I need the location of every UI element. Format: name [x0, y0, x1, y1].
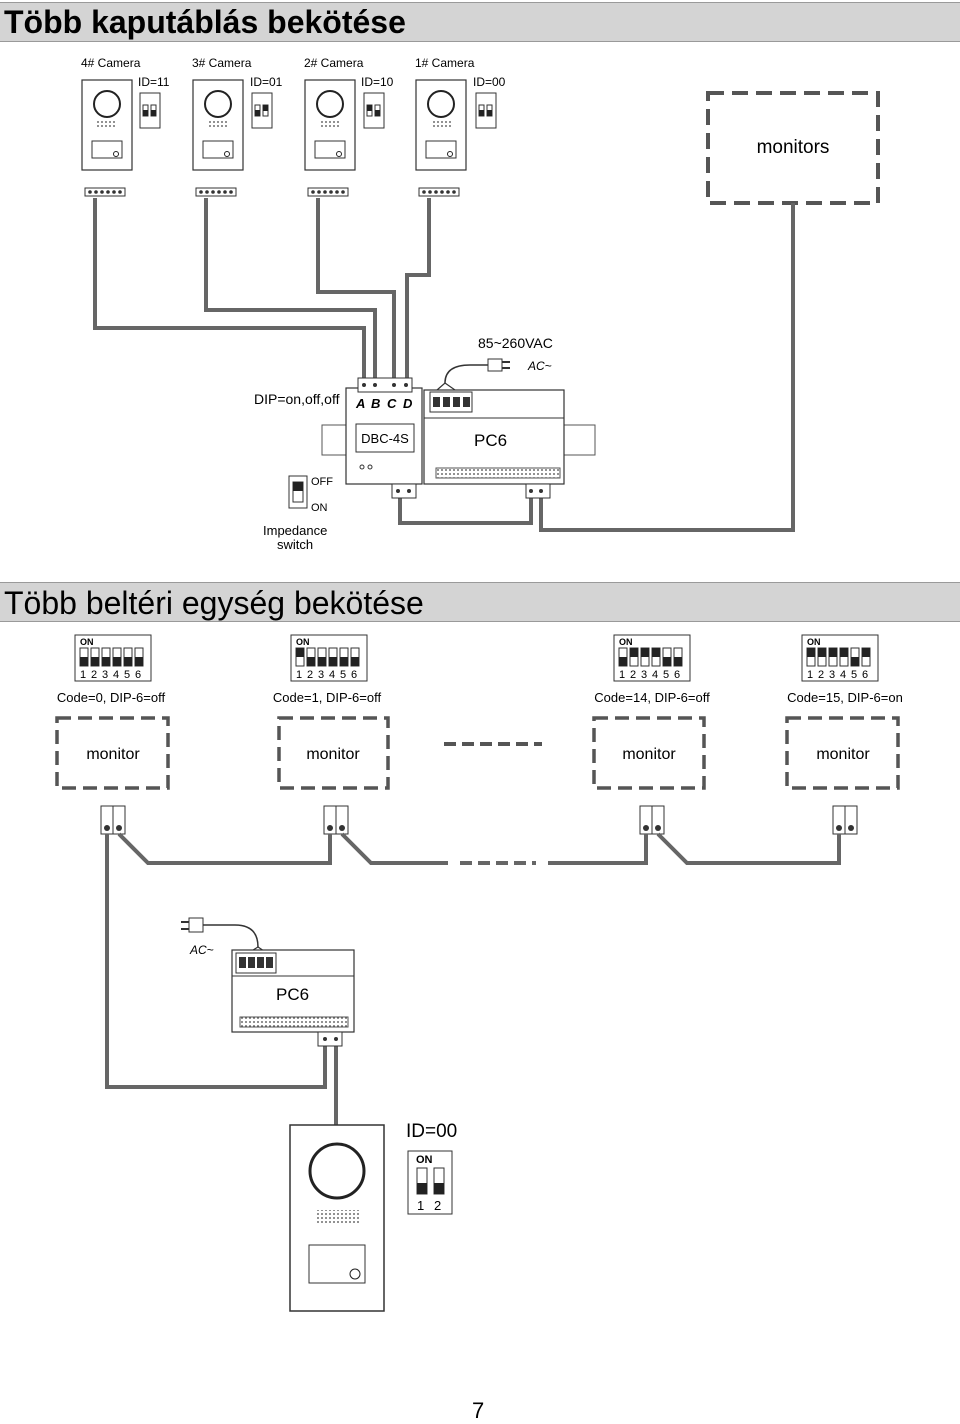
monitors-box: monitors — [706, 91, 880, 205]
indoor-bus-wires — [105, 832, 841, 1125]
camera-1: 1# Camera ID=00 — [415, 56, 506, 197]
svg-text:1: 1 — [80, 669, 86, 681]
svg-text:ON: ON — [807, 637, 821, 647]
pc6-label: PC6 — [474, 431, 507, 450]
section-title: Több kaputáblás bekötése — [4, 4, 406, 40]
camera-label: 1# Camera — [415, 56, 475, 70]
code-label-2: Code=1, DIP-6=off — [273, 690, 382, 705]
svg-text:ON: ON — [619, 637, 633, 647]
code-label-1: Code=0, DIP-6=off — [57, 690, 166, 705]
monitor-3: monitor — [592, 716, 706, 790]
svg-text:4: 4 — [113, 669, 119, 681]
svg-text:6: 6 — [135, 669, 141, 681]
svg-text:6: 6 — [351, 669, 357, 681]
monitor-terminals — [100, 805, 858, 835]
svg-text:2: 2 — [630, 669, 636, 681]
code-label-4: Code=15, DIP-6=on — [787, 690, 903, 705]
svg-text:1: 1 — [619, 669, 625, 681]
svg-text:4: 4 — [840, 669, 846, 681]
camera-id-label: ID=01 — [250, 75, 283, 89]
svg-text:2: 2 — [818, 669, 824, 681]
dip-switch-monitor-3: ON 1 2 3 4 5 6 — [613, 634, 691, 682]
dbc-4s-unit: A B C D DBC-4S — [321, 377, 423, 499]
svg-text:ON: ON — [296, 637, 310, 647]
camera-id-label: ID=11 — [138, 75, 170, 89]
page-number: 7 — [472, 1398, 485, 1423]
svg-text:6: 6 — [862, 669, 868, 681]
svg-text:monitor: monitor — [622, 746, 676, 763]
pc6-power-supply: PC6 — [423, 389, 596, 499]
ac-label-2: AC~ — [189, 943, 214, 957]
power-label: 85~260VAC — [478, 335, 553, 351]
monitor-4: monitor — [785, 716, 900, 790]
svg-text:monitor: monitor — [306, 746, 360, 763]
svg-text:3: 3 — [318, 669, 324, 681]
dip-switch-monitor-4: ON 1 2 3 4 5 6 — [801, 634, 879, 682]
monitor-1: monitor — [55, 716, 170, 790]
svg-text:3: 3 — [102, 669, 108, 681]
camera-id-label-2: ID=00 — [406, 1121, 457, 1142]
power-plug-icon — [436, 358, 510, 391]
svg-text:3: 3 — [641, 669, 647, 681]
terminal-c: C — [387, 396, 397, 411]
camera-label: 2# Camera — [304, 56, 364, 70]
camera-id-label: ID=10 — [361, 75, 394, 89]
svg-text:6: 6 — [674, 669, 680, 681]
camera-wires — [93, 198, 795, 532]
dip-setting-label: DIP=on,off,off — [254, 391, 340, 407]
impedance-label: Impedance — [263, 523, 327, 538]
camera-3: 3# Camera ID=01 — [192, 56, 283, 197]
monitors-label: monitors — [757, 137, 830, 158]
switch-on-label: ON — [311, 502, 328, 514]
svg-text:2: 2 — [434, 1198, 441, 1213]
svg-text:5: 5 — [663, 669, 669, 681]
svg-text:1: 1 — [417, 1198, 424, 1213]
svg-text:5: 5 — [124, 669, 130, 681]
camera-4: 4# Camera ID=11 — [81, 56, 170, 197]
svg-text:monitor: monitor — [816, 746, 870, 763]
svg-text:1: 1 — [296, 669, 302, 681]
svg-text:monitor: monitor — [86, 746, 140, 763]
svg-text:5: 5 — [340, 669, 346, 681]
camera-id-label: ID=00 — [473, 75, 506, 89]
section-header-doorstations: Több kaputáblás bekötése — [0, 2, 960, 42]
power-plug-icon — [181, 917, 271, 956]
camera-label: 4# Camera — [81, 56, 141, 70]
terminal-a: A — [355, 396, 365, 411]
section-title: Több beltéri egység bekötése — [4, 585, 424, 621]
door-station-camera: ID=00 ON 1 2 — [289, 1121, 457, 1312]
monitor-2: monitor — [277, 716, 390, 790]
terminal-b: B — [371, 396, 380, 411]
svg-text:5: 5 — [851, 669, 857, 681]
svg-text:2: 2 — [307, 669, 313, 681]
svg-text:ON: ON — [80, 637, 94, 647]
dip-switch-monitor-2: ON 1 2 3 4 5 6 — [290, 634, 368, 682]
svg-text:1: 1 — [807, 669, 813, 681]
pc6-power-supply-2: PC6 — [231, 949, 355, 1047]
ac-label: AC~ — [527, 359, 552, 373]
svg-text:3: 3 — [829, 669, 835, 681]
svg-text:4: 4 — [652, 669, 658, 681]
dbc-label: DBC-4S — [361, 431, 409, 446]
svg-text:4: 4 — [329, 669, 335, 681]
terminal-d: D — [403, 396, 413, 411]
camera-label: 3# Camera — [192, 56, 252, 70]
svg-text:2: 2 — [91, 669, 97, 681]
dip-switch-monitor-1: ON 1 2 3 4 5 6 — [74, 634, 152, 682]
section-header-indoor-units: Több beltéri egység bekötése — [0, 582, 960, 622]
bell-icon — [349, 1268, 361, 1280]
camera-2: 2# Camera ID=10 — [304, 56, 394, 197]
code-label-3: Code=14, DIP-6=off — [594, 690, 710, 705]
switch-off-label: OFF — [311, 476, 333, 488]
impedance-switch: OFF ON Impedance switch — [263, 475, 333, 552]
svg-text:ON: ON — [416, 1154, 433, 1166]
pc6-label-2: PC6 — [276, 985, 309, 1004]
impedance-label-2: switch — [277, 537, 313, 552]
